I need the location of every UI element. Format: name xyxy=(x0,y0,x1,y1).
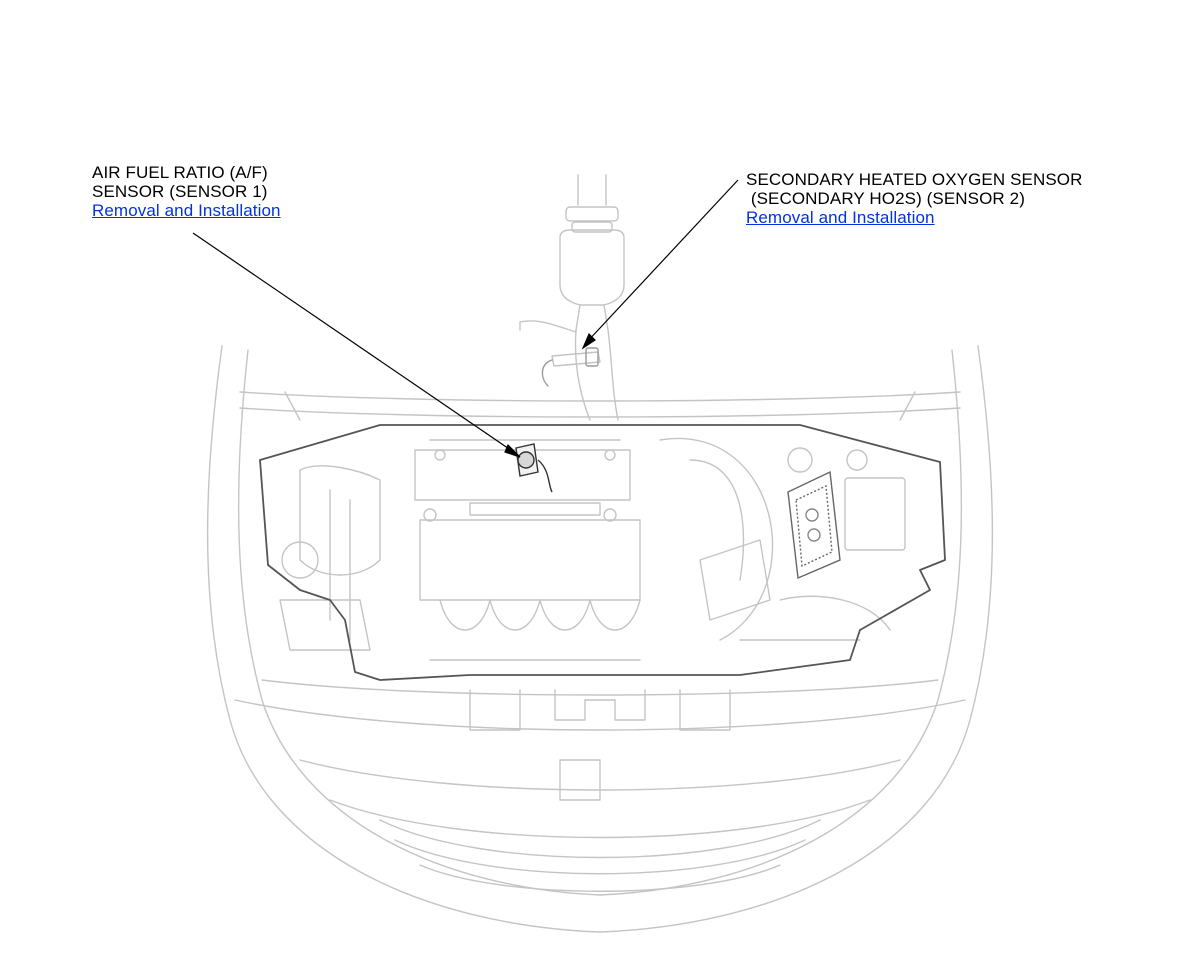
af-sensor-title-line2: SENSOR (SENSOR 1) xyxy=(92,182,268,201)
battery xyxy=(844,477,906,551)
af-sensor-body xyxy=(515,443,553,493)
af-leader-line xyxy=(192,232,519,456)
af-sensor-callout: AIR FUEL RATIO (A/F) SENSOR (SENSOR 1) R… xyxy=(92,163,281,220)
af-arrowhead xyxy=(504,443,521,458)
ho2s-sensor-removal-link[interactable]: Removal and Installation xyxy=(746,208,935,227)
af-sensor-removal-link[interactable]: Removal and Installation xyxy=(92,201,281,220)
ho2s-sensor-title-line1: SECONDARY HEATED OXYGEN SENSOR xyxy=(746,170,1083,189)
cowl-line-2 xyxy=(239,407,961,418)
engine-bay-outline xyxy=(259,424,946,681)
car-body-inner xyxy=(237,349,963,896)
ho2s-sensor-title-line2: (SECONDARY HO2S) (SENSOR 2) xyxy=(746,189,1025,208)
ecm-unit xyxy=(787,470,841,580)
exhaust-pipe xyxy=(577,174,607,206)
engine-cover xyxy=(414,449,631,501)
air-intake-duct xyxy=(659,437,774,641)
af-sensor-title-line1: AIR FUEL RATIO (A/F) xyxy=(92,163,268,182)
front-bumper xyxy=(261,679,939,696)
front-grille xyxy=(379,819,821,892)
car-body-outline xyxy=(206,345,994,933)
ho2s-sensor-callout: SECONDARY HEATED OXYGEN SENSOR (SECONDAR… xyxy=(746,170,1082,227)
ho2s-arrowhead xyxy=(581,332,596,350)
cowl-line xyxy=(239,391,961,402)
exhaust-flange xyxy=(565,206,619,222)
secondary-ho2s-sensor xyxy=(551,351,601,367)
intake-manifold xyxy=(439,599,641,631)
ho2s-leader-line xyxy=(585,179,739,344)
catalytic-converter xyxy=(559,229,625,306)
